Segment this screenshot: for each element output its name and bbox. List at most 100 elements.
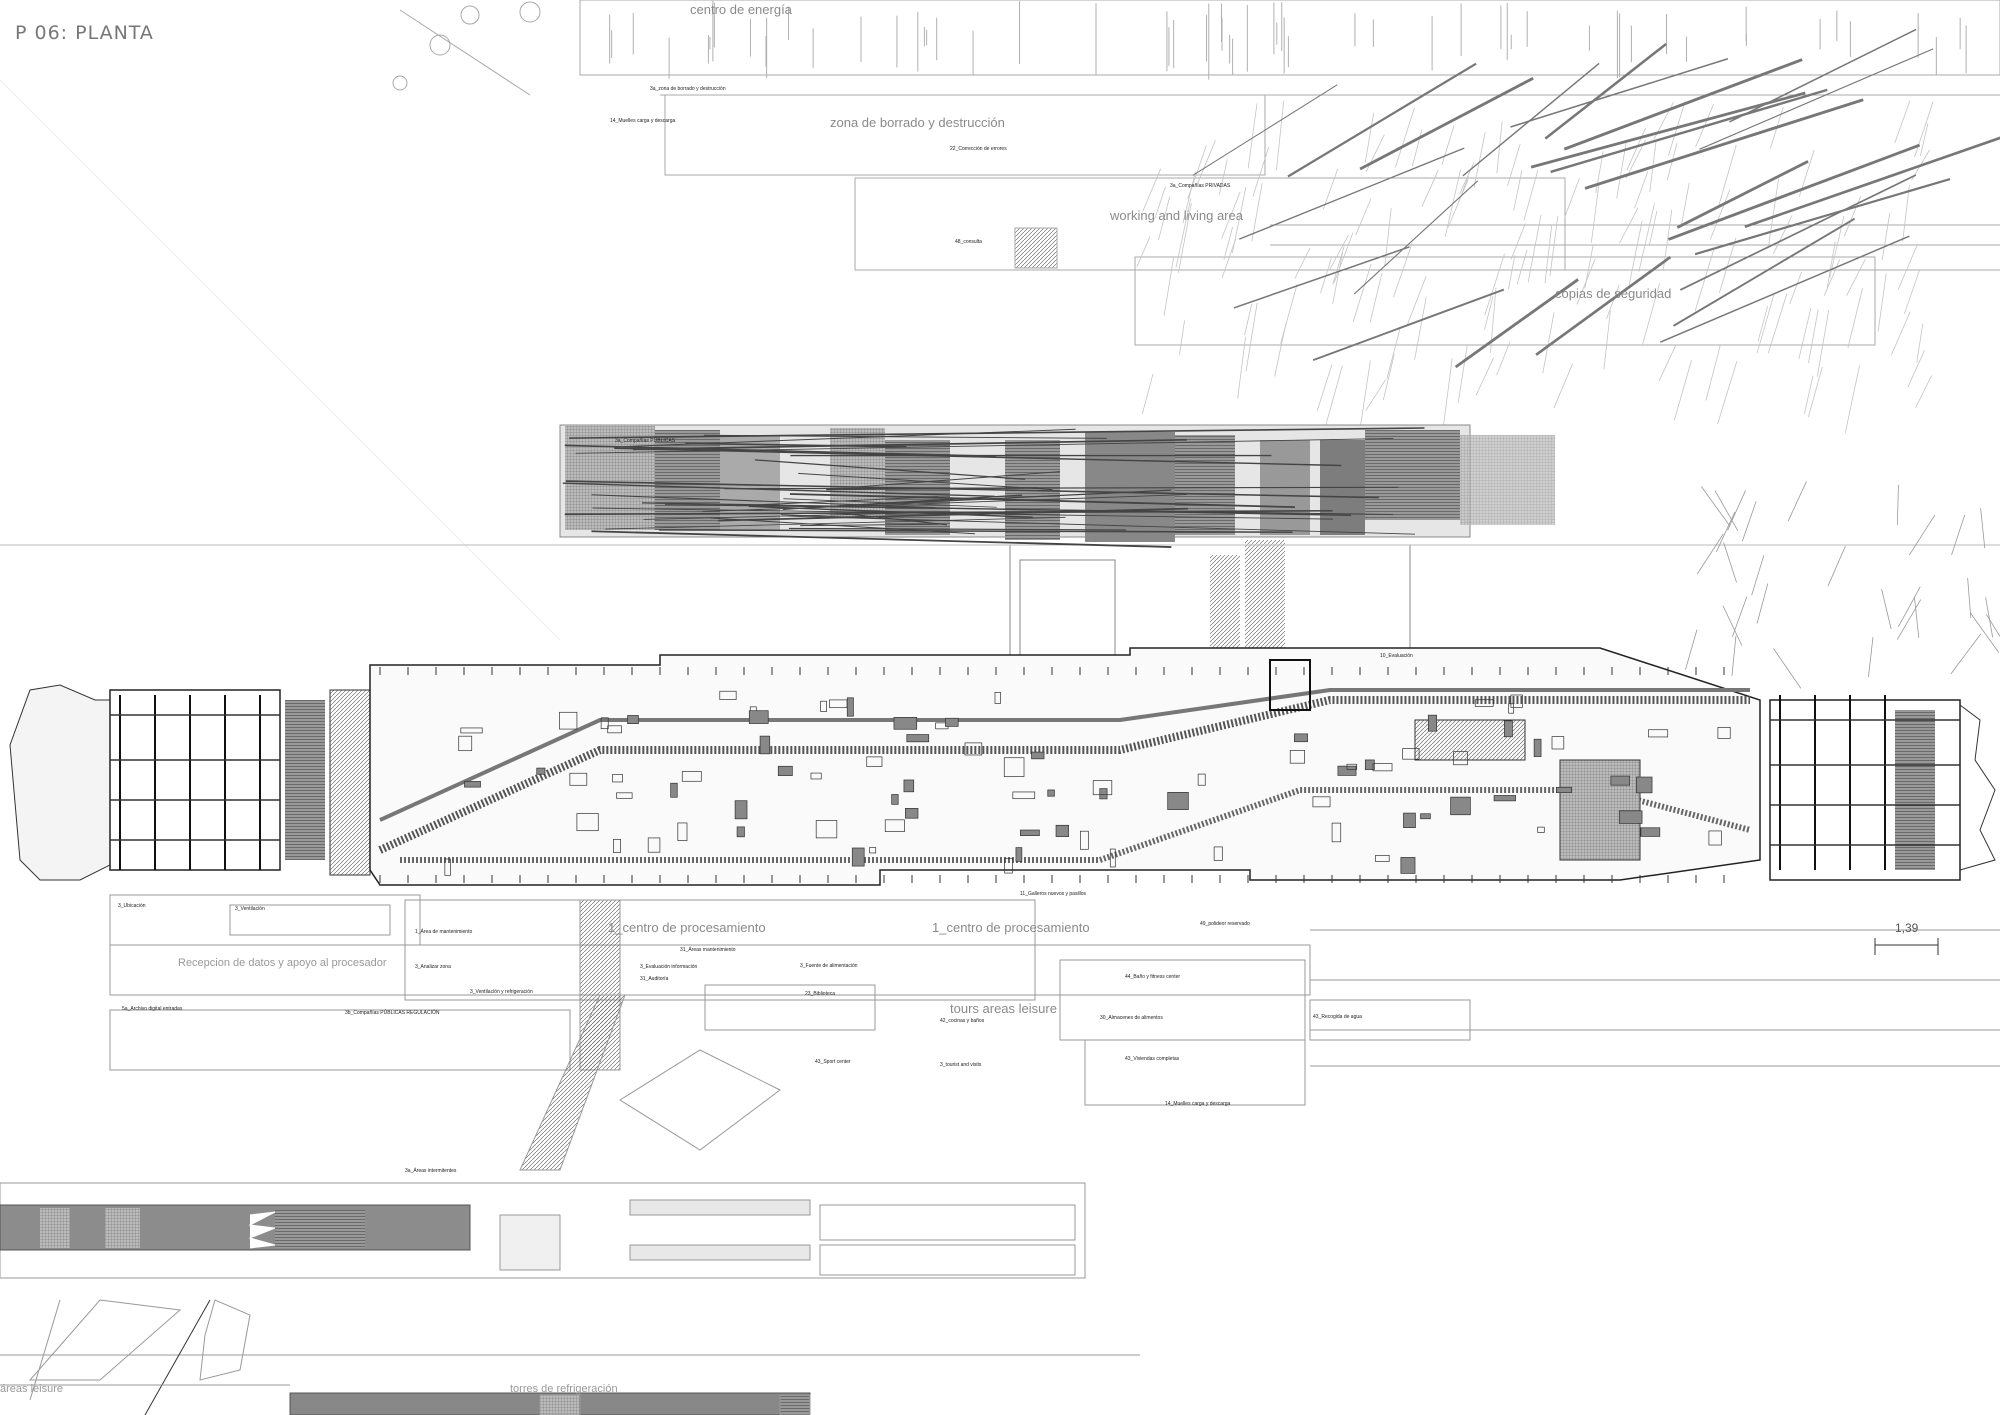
- drawing-line: [569, 427, 1425, 439]
- furniture-block: [1167, 791, 1189, 810]
- drawing-line: [1896, 599, 1922, 640]
- drawing-line: [780, 514, 921, 521]
- drawing-line: [1443, 358, 1453, 426]
- furniture-block: [1533, 738, 1542, 757]
- drawing-line: [1727, 490, 1746, 531]
- drawing-line: [1179, 320, 1185, 356]
- furniture-block: [536, 767, 546, 775]
- drawing-line: [1719, 237, 1737, 294]
- furniture-block: [1493, 795, 1516, 802]
- drawing-line: [1333, 232, 1354, 283]
- drawing-line: [643, 512, 911, 520]
- drawing-line: [1985, 614, 2000, 638]
- drawing-line: [1773, 215, 1793, 254]
- furniture-block: [1364, 759, 1375, 770]
- furniture-block: [1375, 854, 1390, 862]
- drawing-line: [800, 523, 939, 527]
- drawing-line: [658, 529, 1293, 533]
- furniture-block: [815, 820, 838, 839]
- drawing-line: [1564, 177, 1580, 218]
- bottom-sketch: [0, 1299, 1140, 1415]
- drawing-line: [1696, 533, 1724, 575]
- furniture-block: [1031, 751, 1045, 760]
- zone-living: working and living area: [1109, 208, 1244, 223]
- drawing-line: [789, 493, 1296, 509]
- drawing-line: [1751, 555, 1765, 596]
- drawing-line: [1294, 247, 1311, 279]
- lower-boxes: [109, 894, 2000, 1171]
- label: 5a_Archivo digital entradas: [122, 1006, 183, 1012]
- label: 44_Baño y fitness center: [1125, 974, 1180, 980]
- furniture-block: [559, 711, 578, 730]
- drawing-line: [1909, 514, 1936, 556]
- drawing-line: [826, 487, 1039, 491]
- label: 3b_Compañías PÚBLICAS REGULACIÓN: [345, 1009, 440, 1016]
- drawing-line: [1757, 306, 1768, 342]
- drawing-line: [1507, 143, 1521, 187]
- scale-bar: [1874, 938, 1939, 955]
- drawing-line: [1709, 189, 1731, 240]
- furniture-block: [1551, 736, 1565, 750]
- zone-erase: zona de borrado y destrucción: [830, 115, 1005, 130]
- drawing-line: [1223, 226, 1233, 260]
- main-plan: [9, 647, 1996, 886]
- zone-processing-a: 1_centro de procesamiento: [608, 920, 766, 935]
- furniture-block: [1508, 703, 1515, 714]
- drawing-line: [1723, 542, 1737, 583]
- drawing-line: [1475, 357, 1494, 396]
- drawing-line: [1659, 235, 1910, 343]
- furniture-block: [1092, 780, 1113, 796]
- structural-columns: [110, 667, 1960, 883]
- label: 10_Evaluación: [1380, 653, 1413, 659]
- drawing-line: [724, 486, 1399, 490]
- drawing-line: [1197, 140, 1216, 184]
- drawing-line: [1244, 303, 1253, 336]
- drawing-line: [1456, 175, 1469, 207]
- drawing-line: [1903, 270, 1920, 315]
- drawing-line: [1915, 375, 1933, 408]
- drawing-line: [605, 516, 1066, 530]
- label: 3_Analizar zona: [415, 964, 451, 970]
- drawing-line: [1158, 196, 1171, 241]
- furniture-block: [1004, 857, 1013, 874]
- furniture-block: [460, 727, 483, 734]
- furniture-block: [884, 819, 905, 832]
- drawing-line: [1496, 121, 1503, 174]
- drawing-line: [1473, 132, 1486, 188]
- furniture-block: [607, 725, 622, 734]
- drawing-line: [1237, 336, 1246, 399]
- drawing-line: [1694, 177, 1951, 256]
- drawing-line: [1902, 184, 1910, 242]
- drawing-line: [1919, 123, 1929, 157]
- drawing-line: [1756, 583, 1769, 624]
- furniture-block: [759, 735, 771, 755]
- drawing-line: [1359, 360, 1371, 430]
- label: 14_Muelles carga y descarga: [610, 118, 676, 124]
- drawing-line: [1881, 589, 1892, 630]
- drawing-line: [1484, 253, 1505, 316]
- drawing-line: [1844, 365, 1860, 434]
- drawing-line: [1847, 288, 1863, 348]
- drawing-line: [1767, 293, 1788, 354]
- drawing-line: [1685, 629, 1698, 670]
- furniture-block: [627, 715, 639, 725]
- drawing-line: [1175, 198, 1192, 268]
- drawing-line: [1967, 577, 1972, 618]
- furniture-block: [1537, 826, 1545, 833]
- label: 22_Corrección de errores: [950, 146, 1007, 152]
- drawing-line: [1773, 648, 1802, 689]
- furniture-block: [1717, 727, 1731, 739]
- drawing-line: [1896, 484, 1899, 525]
- drawing-line: [1441, 125, 1455, 165]
- drawing-line: [1550, 88, 1828, 174]
- drawing-line: [1221, 238, 1237, 279]
- drawing-line: [1638, 203, 1655, 272]
- drawing-line: [1744, 136, 2000, 229]
- drawing-line: [1980, 508, 1986, 549]
- drawing-line: [1950, 633, 1982, 675]
- drawing-line: [1914, 101, 1934, 158]
- drawing-line: [1679, 174, 1917, 291]
- drawing-line: [1187, 145, 1207, 199]
- drawing-line: [1233, 246, 1410, 309]
- furniture-block: [670, 782, 678, 798]
